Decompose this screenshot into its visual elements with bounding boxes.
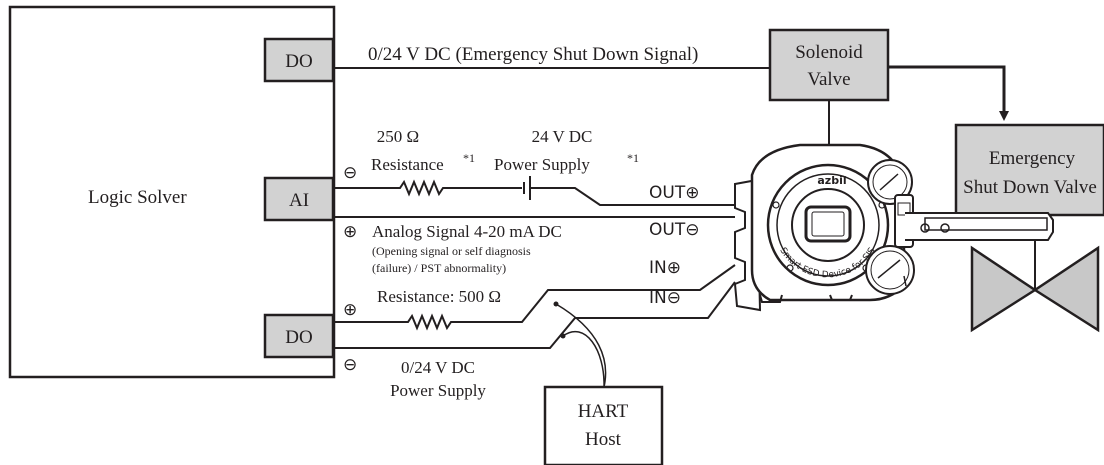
hart-host-box xyxy=(543,385,664,465)
hart-host-line2: Host xyxy=(585,429,622,450)
solenoid-valve-line1: Solenoid xyxy=(795,42,863,63)
ai-minus-symbol: ⊖ xyxy=(343,163,357,183)
hart-host-line1: HART xyxy=(578,401,629,422)
solenoid-valve-line2: Valve xyxy=(807,69,850,90)
ai-box xyxy=(263,176,335,222)
arrow-to-esd-valve xyxy=(888,65,1009,121)
analog-loop: ⊖ 250 Ω Resistance *1 24 V DC Power Supp… xyxy=(333,127,735,275)
logic-solver-label: Logic Solver xyxy=(88,187,187,208)
valve-body-left xyxy=(970,245,1038,333)
do-minus-symbol: ⊖ xyxy=(343,355,357,375)
esd-valve-line2: Shut Down Valve xyxy=(963,177,1097,198)
logic-solver: Logic Solver DO AI DO xyxy=(8,5,336,379)
device-brand: azbil xyxy=(817,174,846,187)
supply-label: Power Supply xyxy=(390,381,486,400)
device-display xyxy=(804,205,852,243)
supply-value: 0/24 V DC xyxy=(401,358,475,377)
esd-signal-label: 0/24 V DC (Emergency Shut Down Signal) xyxy=(368,44,698,65)
do-bottom-box xyxy=(263,313,335,359)
solenoid-valve-box xyxy=(768,28,890,102)
terminal-out-minus: OUT⊖ xyxy=(649,220,699,240)
esd-valve: Emergency Shut Down Valve xyxy=(954,123,1104,333)
hart-tap-minus xyxy=(562,330,605,388)
bottom-gauge xyxy=(865,245,915,295)
resistance-500-label: Resistance: 500 Ω xyxy=(377,287,501,306)
do-top-box xyxy=(263,37,335,83)
terminal-in-plus: IN⊕ xyxy=(649,258,681,278)
power-label: Power Supply xyxy=(494,155,590,174)
resistor-500 xyxy=(333,264,736,331)
power-value: 24 V DC xyxy=(532,127,593,146)
analog-note-1: (Opening signal or self diagnosis xyxy=(372,244,531,258)
mounting-bracket xyxy=(905,212,1054,241)
resistance-label: Resistance xyxy=(371,155,444,174)
ai-label: AI xyxy=(289,190,309,211)
smart-esd-device: azbil Smart ESD Device for SIS xyxy=(733,143,1054,312)
ai-plus-symbol: ⊕ xyxy=(343,222,357,242)
resistance-value: 250 Ω xyxy=(377,127,419,146)
esd-signal-line: 0/24 V DC (Emergency Shut Down Signal) xyxy=(333,44,770,69)
esd-valve-line1: Emergency xyxy=(989,148,1076,169)
power-note: *1 xyxy=(627,151,639,165)
analog-signal-label: Analog Signal 4-20 mA DC xyxy=(372,222,562,241)
do-plus-symbol: ⊕ xyxy=(343,300,357,320)
resistance-note: *1 xyxy=(463,151,475,165)
input-loop: ⊕ Resistance: 500 Ω ⊖ 0/24 V DC Power Su… xyxy=(333,258,736,400)
terminal-out-plus: OUT⊕ xyxy=(649,183,699,203)
hart-host: HART Host xyxy=(543,385,664,465)
valve-body-right xyxy=(1032,245,1100,333)
solenoid-valve: Solenoid Valve xyxy=(768,28,1009,148)
do-bottom-label: DO xyxy=(285,327,312,348)
esd-valve-box xyxy=(954,123,1104,217)
resistor-250 xyxy=(333,179,522,197)
hart-tap-plus xyxy=(555,303,607,388)
do-top-label: DO xyxy=(285,51,312,72)
analog-note-2: (failure) / PST abnormality) xyxy=(372,261,506,275)
terminal-in-minus: IN⊖ xyxy=(649,288,681,308)
